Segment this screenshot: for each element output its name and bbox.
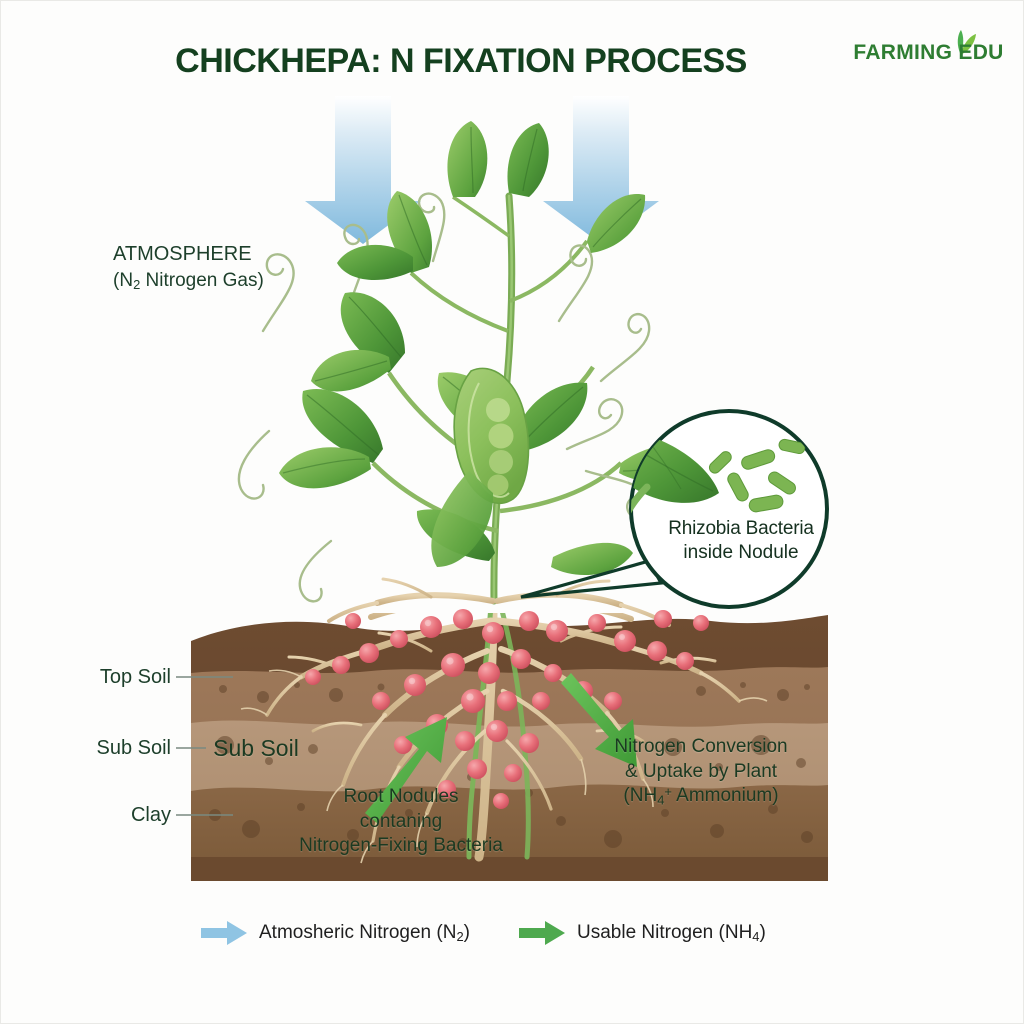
arrow-right-icon (519, 921, 565, 945)
atmosphere-subtitle: (N2 Nitrogen Gas) (113, 270, 264, 293)
soil-label-leaders (176, 676, 233, 816)
leaf-icon (957, 30, 976, 54)
logo-text: FARMING EDU (853, 41, 1004, 64)
nitrogen-uptake-annotation: Nitrogen Conversion & Uptake by Plant (N… (586, 735, 816, 810)
atmosphere-title: ATMOSPHERE (113, 243, 252, 265)
soil-inner-sub-soil-label: Sub Soil (213, 735, 299, 761)
uptake-line3: (NH4+ Ammonium) (623, 784, 779, 808)
arrow-right-icon (201, 921, 247, 945)
root-nodules-annotation: Root Nodules contaning Nitrogen-Fixing B… (256, 785, 546, 859)
root-nodules-line2: contaning (359, 810, 443, 832)
page-title: CHICKHEPA: N FIXATION PROCESS (175, 42, 747, 80)
soil-cross-section (191, 577, 828, 881)
magnifier-caption-line2: inside Nodule (683, 542, 799, 564)
soil-layer-label-top-soil: Top Soil (99, 666, 171, 688)
brand-logo: FARMING EDU (846, 30, 1011, 73)
root-nodules-line3: Nitrogen-Fixing Bacteria (299, 835, 503, 857)
uptake-line2: & Uptake by Plant (624, 760, 778, 782)
pea-pod (453, 367, 530, 505)
legend-label-usable: Usable Nitrogen (NH4) (577, 921, 766, 945)
nitrogen-uptake-arrow (561, 673, 637, 767)
soil-layer-label-sub-soil: Sub Soil (96, 737, 172, 759)
magnifier-caption: Rhizobia Bacteria inside Nodule (641, 517, 841, 566)
root-nodules-line1: Root Nodules (343, 786, 459, 807)
magnifier-caption-line1: Rhizobia Bacteria (668, 518, 814, 539)
nitrogen-fixing-arrow (365, 717, 447, 823)
legend-label-atmospheric: Atmosheric Nitrogen (N2) (259, 921, 470, 945)
legend: Atmosheric Nitrogen (N2) Usable Nitrogen… (201, 919, 841, 959)
soil-layer-label-clay: Clay (130, 804, 171, 826)
legend-item-usable: Usable Nitrogen (NH4) (519, 919, 766, 947)
atmosphere-label: ATMOSPHERE (N2 Nitrogen Gas) (113, 241, 363, 294)
root-nodules (305, 609, 709, 809)
legend-item-atmospheric: Atmosheric Nitrogen (N2) (201, 919, 470, 947)
uptake-line1: Nitrogen Conversion (614, 736, 788, 757)
magnifier-callout (520, 409, 829, 609)
